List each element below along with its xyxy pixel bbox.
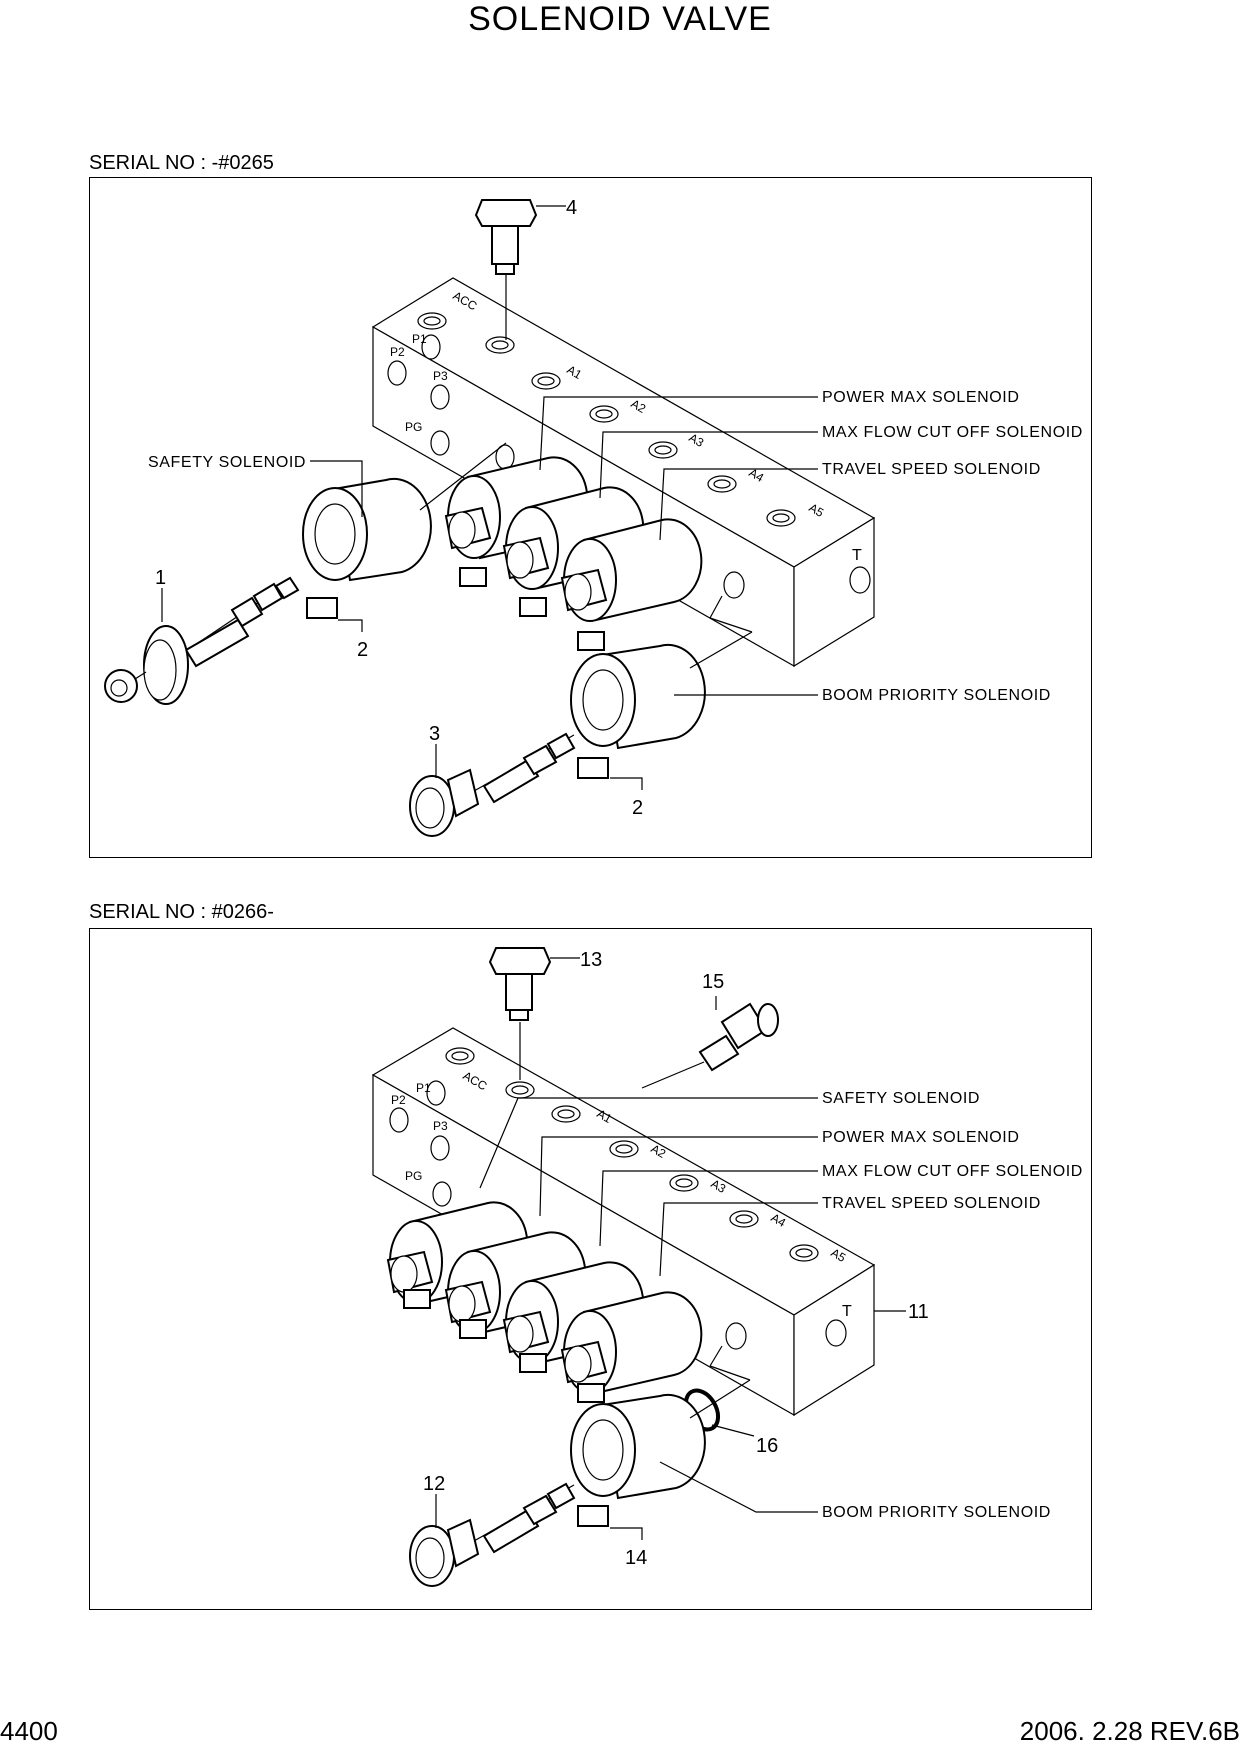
port-label-a1-b: A1 — [595, 1106, 615, 1126]
port-label-p1: P1 — [412, 332, 427, 346]
callout-max-flow-top: MAX FLOW CUT OFF SOLENOID — [822, 424, 1083, 441]
bolt-part-4 — [474, 199, 566, 340]
callout-travel-speed-bottom: TRAVEL SPEED SOLENOID — [822, 1195, 1041, 1212]
callout-power-max-bottom: POWER MAX SOLENOID — [822, 1129, 1020, 1146]
diagram-bottom: ACC P1 P2 P3 PG A1 A2 A3 A4 A5 T — [371, 947, 1083, 1587]
port-label-a3-b: A3 — [709, 1176, 729, 1196]
port-label-a1: A1 — [565, 362, 585, 382]
port-label-t-b: T — [842, 1303, 852, 1320]
part-number-4: 4 — [566, 197, 577, 219]
diagram-frame-bottom — [89, 928, 1092, 1610]
leader-lines-bottom — [435, 1097, 906, 1540]
part-number-12: 12 — [423, 1473, 445, 1495]
part-number-2a: 2 — [357, 639, 368, 661]
safety-solenoid-coil-top — [302, 442, 507, 619]
port-label-pg: PG — [405, 420, 422, 434]
bolt-part-13 — [488, 947, 580, 1080]
page-number: 4400 — [0, 1716, 58, 1746]
port-label-a2-b: A2 — [649, 1141, 669, 1161]
port-label-p1-b: P1 — [416, 1081, 431, 1095]
part-number-3: 3 — [429, 723, 440, 745]
callout-boom-priority-top: BOOM PRIORITY SOLENOID — [822, 687, 1051, 704]
fitting-part-15 — [641, 996, 779, 1089]
port-label-a5: A5 — [807, 500, 827, 520]
cartridge-part-12 — [409, 1482, 576, 1587]
leader-lines-top — [161, 396, 818, 790]
port-label-a4: A4 — [747, 465, 767, 485]
port-label-t: T — [852, 547, 862, 564]
leader-16 — [711, 1424, 755, 1437]
serial-label-top: SERIAL NO : -#0265 — [89, 152, 274, 174]
callout-travel-speed-top: TRAVEL SPEED SOLENOID — [822, 461, 1041, 478]
port-label-p2: P2 — [390, 345, 405, 359]
part-number-13: 13 — [580, 949, 602, 971]
revision-date: 2006. 2.28 REV.6B — [1019, 1716, 1240, 1746]
page-title: SOLENOID VALVE — [468, 0, 772, 38]
callout-safety-solenoid-bottom: SAFETY SOLENOID — [822, 1090, 980, 1107]
port-label-a4-b: A4 — [769, 1210, 789, 1230]
port-label-p2-b: P2 — [391, 1093, 406, 1107]
part-number-11: 11 — [908, 1301, 929, 1323]
part-number-15: 15 — [702, 971, 724, 993]
part-number-16: 16 — [756, 1435, 778, 1457]
port-label-p3-b: P3 — [433, 1119, 448, 1133]
callout-safety-solenoid-top: SAFETY SOLENOID — [148, 454, 306, 471]
part-number-14: 14 — [625, 1547, 647, 1569]
callout-max-flow-bottom: MAX FLOW CUT OFF SOLENOID — [822, 1163, 1083, 1180]
installed-coils-top — [444, 456, 703, 651]
part-number-1: 1 — [155, 567, 166, 589]
serial-label-bottom: SERIAL NO : #0266- — [89, 901, 274, 923]
boom-priority-coil-top — [570, 595, 753, 779]
callout-boom-priority-bottom: BOOM PRIORITY SOLENOID — [822, 1504, 1051, 1521]
port-label-pg-b: PG — [405, 1169, 422, 1183]
installed-coils-bottom — [386, 1201, 703, 1403]
callout-power-max-top: POWER MAX SOLENOID — [822, 389, 1020, 406]
port-label-a3: A3 — [687, 430, 707, 450]
port-label-p3: P3 — [433, 369, 448, 383]
cartridge-part-1 — [104, 576, 300, 705]
part-number-2b: 2 — [632, 797, 643, 819]
diagram-top: ACC P1 P2 P3 PG A1 A2 A3 A4 A5 T — [104, 197, 1083, 837]
cartridge-part-3 — [409, 732, 576, 837]
diagram-frame-top — [89, 177, 1092, 858]
port-label-a2: A2 — [629, 396, 649, 416]
port-label-a5-b: A5 — [829, 1245, 849, 1265]
